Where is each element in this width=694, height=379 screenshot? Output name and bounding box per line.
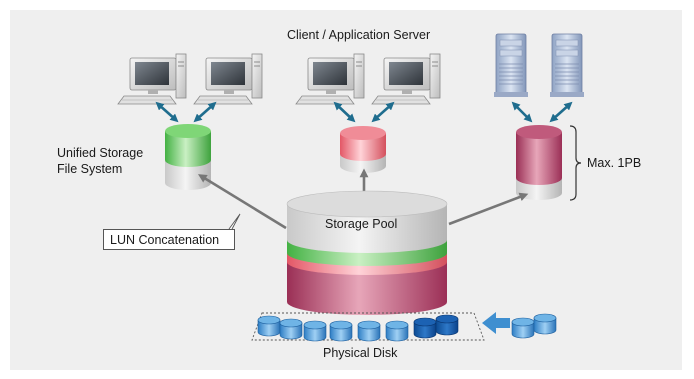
- new-disk-1: [511, 317, 535, 339]
- add-disk-arrow: [482, 312, 510, 334]
- client-pc-4: [371, 53, 441, 105]
- capacity-brace: [569, 125, 582, 201]
- disk-platform: [251, 312, 485, 341]
- arrow-pc2-green: [193, 101, 217, 123]
- file-system-label: File System: [57, 162, 123, 176]
- max-capacity-label: Max. 1PB: [587, 156, 642, 170]
- arrow-server2-magenta: [549, 101, 573, 123]
- callout-pointer: [228, 213, 241, 230]
- physical-disk-label: Physical Disk: [323, 346, 398, 360]
- lun-callout-box: [103, 229, 235, 250]
- arrow-pc4-pink: [371, 101, 395, 123]
- disk-6: [385, 320, 409, 342]
- client-pc-1: [117, 53, 187, 105]
- unified-storage-label: Unified Storage: [57, 146, 144, 160]
- disk-1: [257, 315, 281, 337]
- application-server-2: [549, 33, 585, 98]
- application-server-1: [493, 33, 529, 98]
- arrow-pool-to-magenta: [448, 192, 529, 226]
- lun-concatenation-label: LUN Concatenation: [110, 233, 220, 247]
- disk-7: [413, 317, 437, 339]
- connection-arrows: [155, 101, 573, 123]
- arrow-server1-magenta: [511, 101, 533, 123]
- client-pc-2: [193, 53, 263, 105]
- storage-pool-cylinder: [286, 190, 448, 315]
- disk-2: [279, 318, 303, 340]
- storage-pool-label: Storage Pool: [325, 217, 398, 231]
- disk-5: [357, 320, 381, 342]
- pink-volume-cylinder: [340, 126, 386, 173]
- added-disks: [511, 313, 557, 339]
- disk-4: [329, 320, 353, 342]
- client-server-label: Client / Application Server: [287, 28, 431, 42]
- arrow-pool-to-green: [197, 174, 287, 230]
- green-volume-cylinder: [165, 124, 211, 190]
- disk-8: [435, 314, 459, 336]
- disk-3: [303, 320, 327, 342]
- magenta-volume-cylinder: [516, 125, 562, 200]
- client-pc-3: [295, 53, 365, 105]
- arrow-pc1-green: [155, 101, 179, 123]
- arrow-pc3-pink: [333, 101, 356, 123]
- new-disk-2: [533, 313, 557, 335]
- physical-disk-array: [257, 314, 459, 342]
